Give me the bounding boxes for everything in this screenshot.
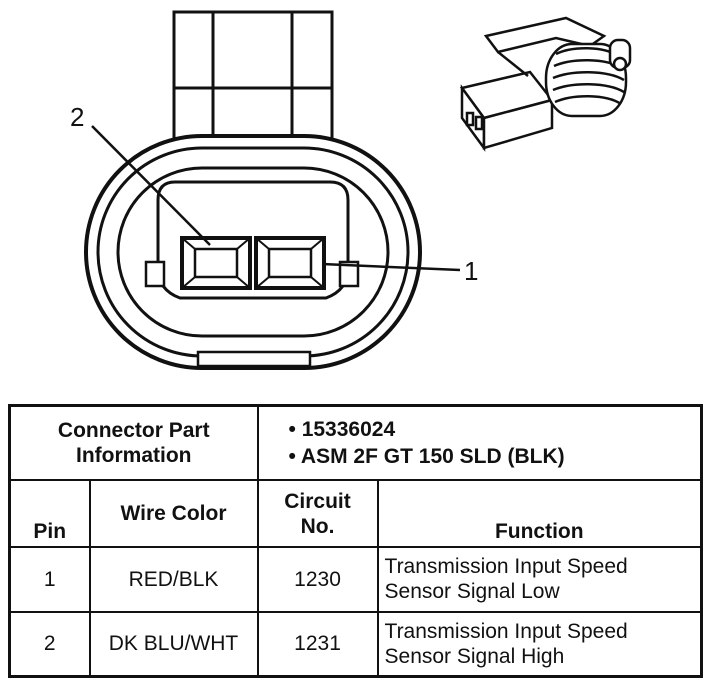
callout-pin-2: 2 — [70, 102, 84, 132]
table-row: 2 DK BLU/WHT 1231 Transmission Input Spe… — [8, 610, 703, 678]
row-function: Transmission Input Speed Sensor Signal H… — [376, 610, 703, 678]
connector-pinout-table: Connector Part Information • 15336024 • … — [8, 404, 704, 678]
connector-part-description: • ASM 2F GT 150 SLD (BLK) — [288, 445, 565, 469]
header-circuit-no: Circuit No. — [256, 479, 379, 549]
row-pin: 1 — [8, 546, 91, 613]
leader-line-pin-1 — [321, 262, 461, 272]
connector-part-number: • 15336024 — [288, 417, 396, 441]
terminal-pin-1 — [254, 236, 326, 290]
connector-part-info-values: • 15336024 • ASM 2F GT 150 SLD (BLK) — [256, 404, 703, 482]
row-function: Transmission Input Speed Sensor Signal L… — [376, 546, 703, 613]
row-wire-color: RED/BLK — [88, 546, 259, 613]
header-wire-color: Wire Color — [88, 479, 259, 549]
header-pin: Pin — [8, 479, 91, 549]
leader-line-pin-2 — [91, 125, 211, 246]
connector-latch — [172, 10, 334, 146]
connector-body — [84, 134, 422, 370]
connector-diagram: 2 1 — [70, 10, 632, 370]
table-row: 1 RED/BLK 1230 Transmission Input Speed … — [8, 546, 703, 613]
row-circuit-no: 1231 — [256, 610, 379, 678]
terminal-pin-2 — [180, 236, 252, 290]
row-wire-color: DK BLU/WHT — [88, 610, 259, 678]
row-circuit-no: 1230 — [256, 546, 379, 613]
row-pin: 2 — [8, 610, 91, 678]
table-header-row: Pin Wire Color Circuit No. Function — [8, 479, 703, 549]
header-function: Function — [376, 479, 703, 549]
connector-isometric-view — [459, 16, 632, 152]
connector-part-info-label: Connector Part Information — [8, 404, 259, 482]
connector-info-row: Connector Part Information • 15336024 • … — [8, 404, 703, 482]
callout-pin-1: 1 — [464, 256, 478, 286]
